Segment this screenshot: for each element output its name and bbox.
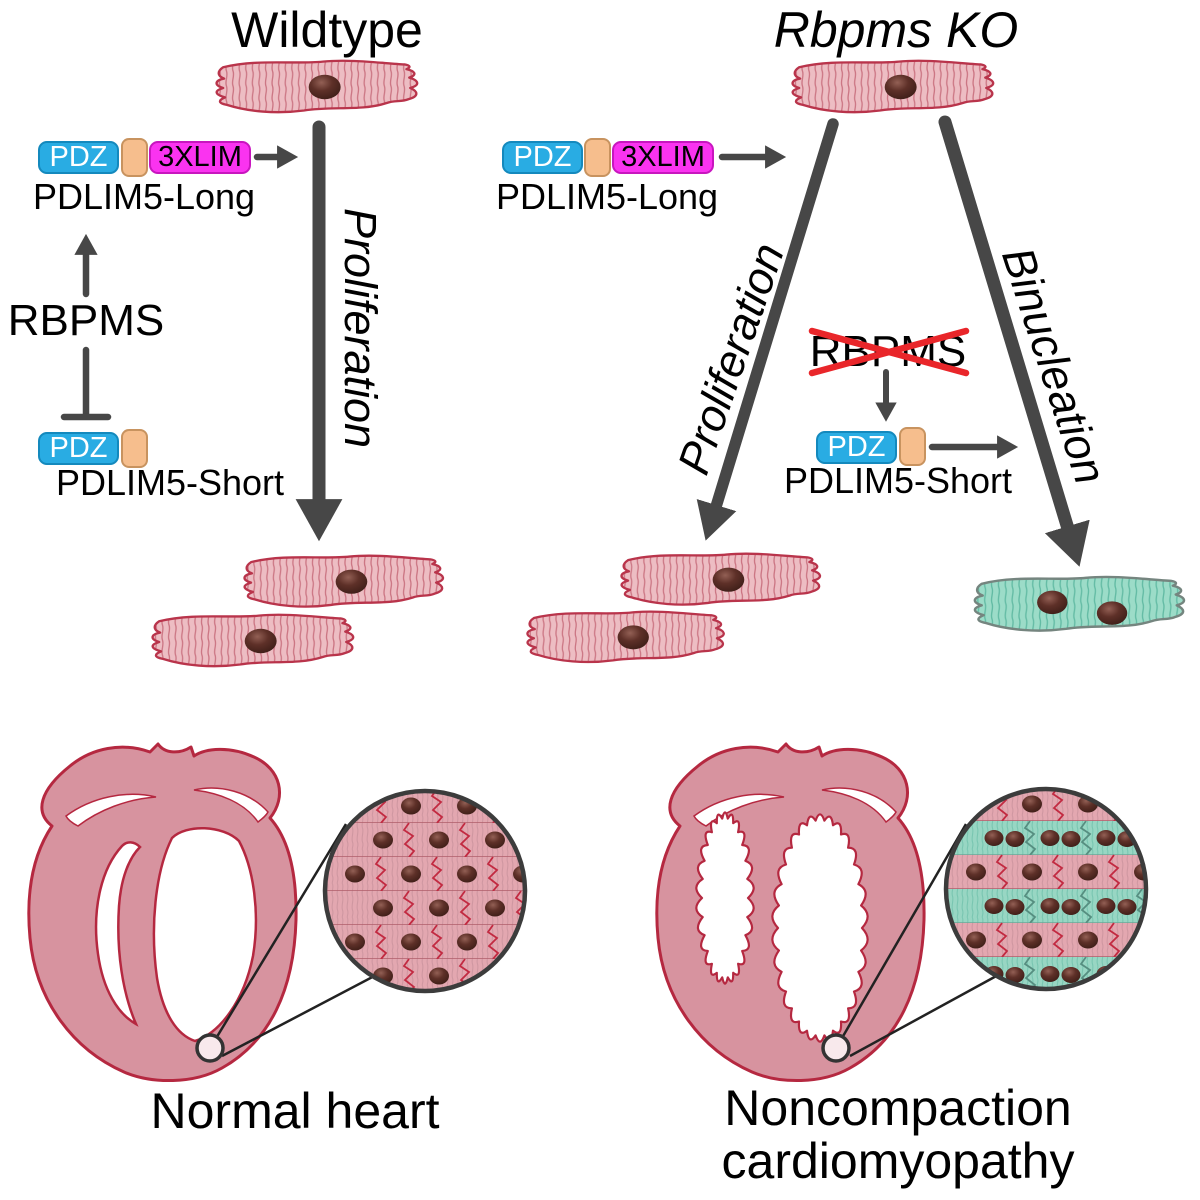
ko-daughter-cell-1 <box>621 554 819 605</box>
wt-proliferation-label: Proliferation <box>335 207 386 449</box>
ko-linker-domain-long <box>584 138 611 177</box>
wt-lim-domain: 3XLIM <box>149 141 251 174</box>
normal-heart-right-ventricle <box>152 826 258 1043</box>
wildtype-cardiomyocyte <box>217 61 418 112</box>
ko-lim-domain: 3XLIM <box>612 141 714 174</box>
wt-daughter-cell-1 <box>244 556 442 607</box>
ko-binucleated-cell <box>975 577 1184 631</box>
wt-linker-domain-long <box>121 138 148 177</box>
ko-rbpms-label: RBPMS <box>809 327 967 376</box>
magnifier-connectors <box>213 823 1001 1058</box>
normal-heart-caption: Normal heart <box>150 1083 440 1139</box>
magnifier-ring-right <box>943 786 1149 992</box>
wt-linker-domain-short <box>121 429 148 468</box>
ko-daughter-cell-2 <box>527 612 723 662</box>
ko-pdlim5-long-label: PDLIM5-Long <box>495 176 719 217</box>
ko-pdz-domain-long: PDZ <box>502 141 583 174</box>
trabeculated-cavity-left <box>695 811 755 985</box>
wt-pdlim5-short-label: PDLIM5-Short <box>55 462 285 503</box>
ko-binucleation-arrow <box>938 115 1090 567</box>
wt-pdlim5-long-label: PDLIM5-Long <box>32 176 256 217</box>
ko-pdlim5-short-label: PDLIM5-Short <box>783 460 1013 501</box>
noncompaction-caption: Noncompaction cardiomyopathy <box>698 1082 1098 1187</box>
rbpms-ko-title: Rbpms KO <box>773 2 1019 58</box>
ko-linker-domain-short <box>899 427 926 466</box>
normal-heart <box>27 742 298 1083</box>
wildtype-title: Wildtype <box>231 2 423 58</box>
wt-daughter-cell-2 <box>153 615 354 666</box>
biopsy-spot-noncompaction <box>821 1033 851 1063</box>
wt-rbpms-label: RBPMS <box>7 296 165 345</box>
normal-myocardium-magnified <box>325 791 525 991</box>
biopsy-spot-normal <box>195 1033 225 1063</box>
ko-cardiomyocyte <box>793 61 994 112</box>
trabeculated-cavity-right <box>771 813 869 1043</box>
wt-pdz-domain-long: PDZ <box>38 141 119 174</box>
normal-heart-left-ventricle <box>94 841 142 1027</box>
ko-proliferation-arrow <box>696 118 839 541</box>
noncompaction-heart <box>655 742 926 1083</box>
wt-pdz-domain-short: PDZ <box>38 432 119 465</box>
magnifier-ring-left <box>322 788 528 994</box>
noncompaction-caption-line1: Noncompaction <box>724 1080 1072 1136</box>
ko-pdz-domain-short: PDZ <box>816 431 897 464</box>
noncompaction-caption-line2: cardiomyopathy <box>721 1132 1075 1189</box>
